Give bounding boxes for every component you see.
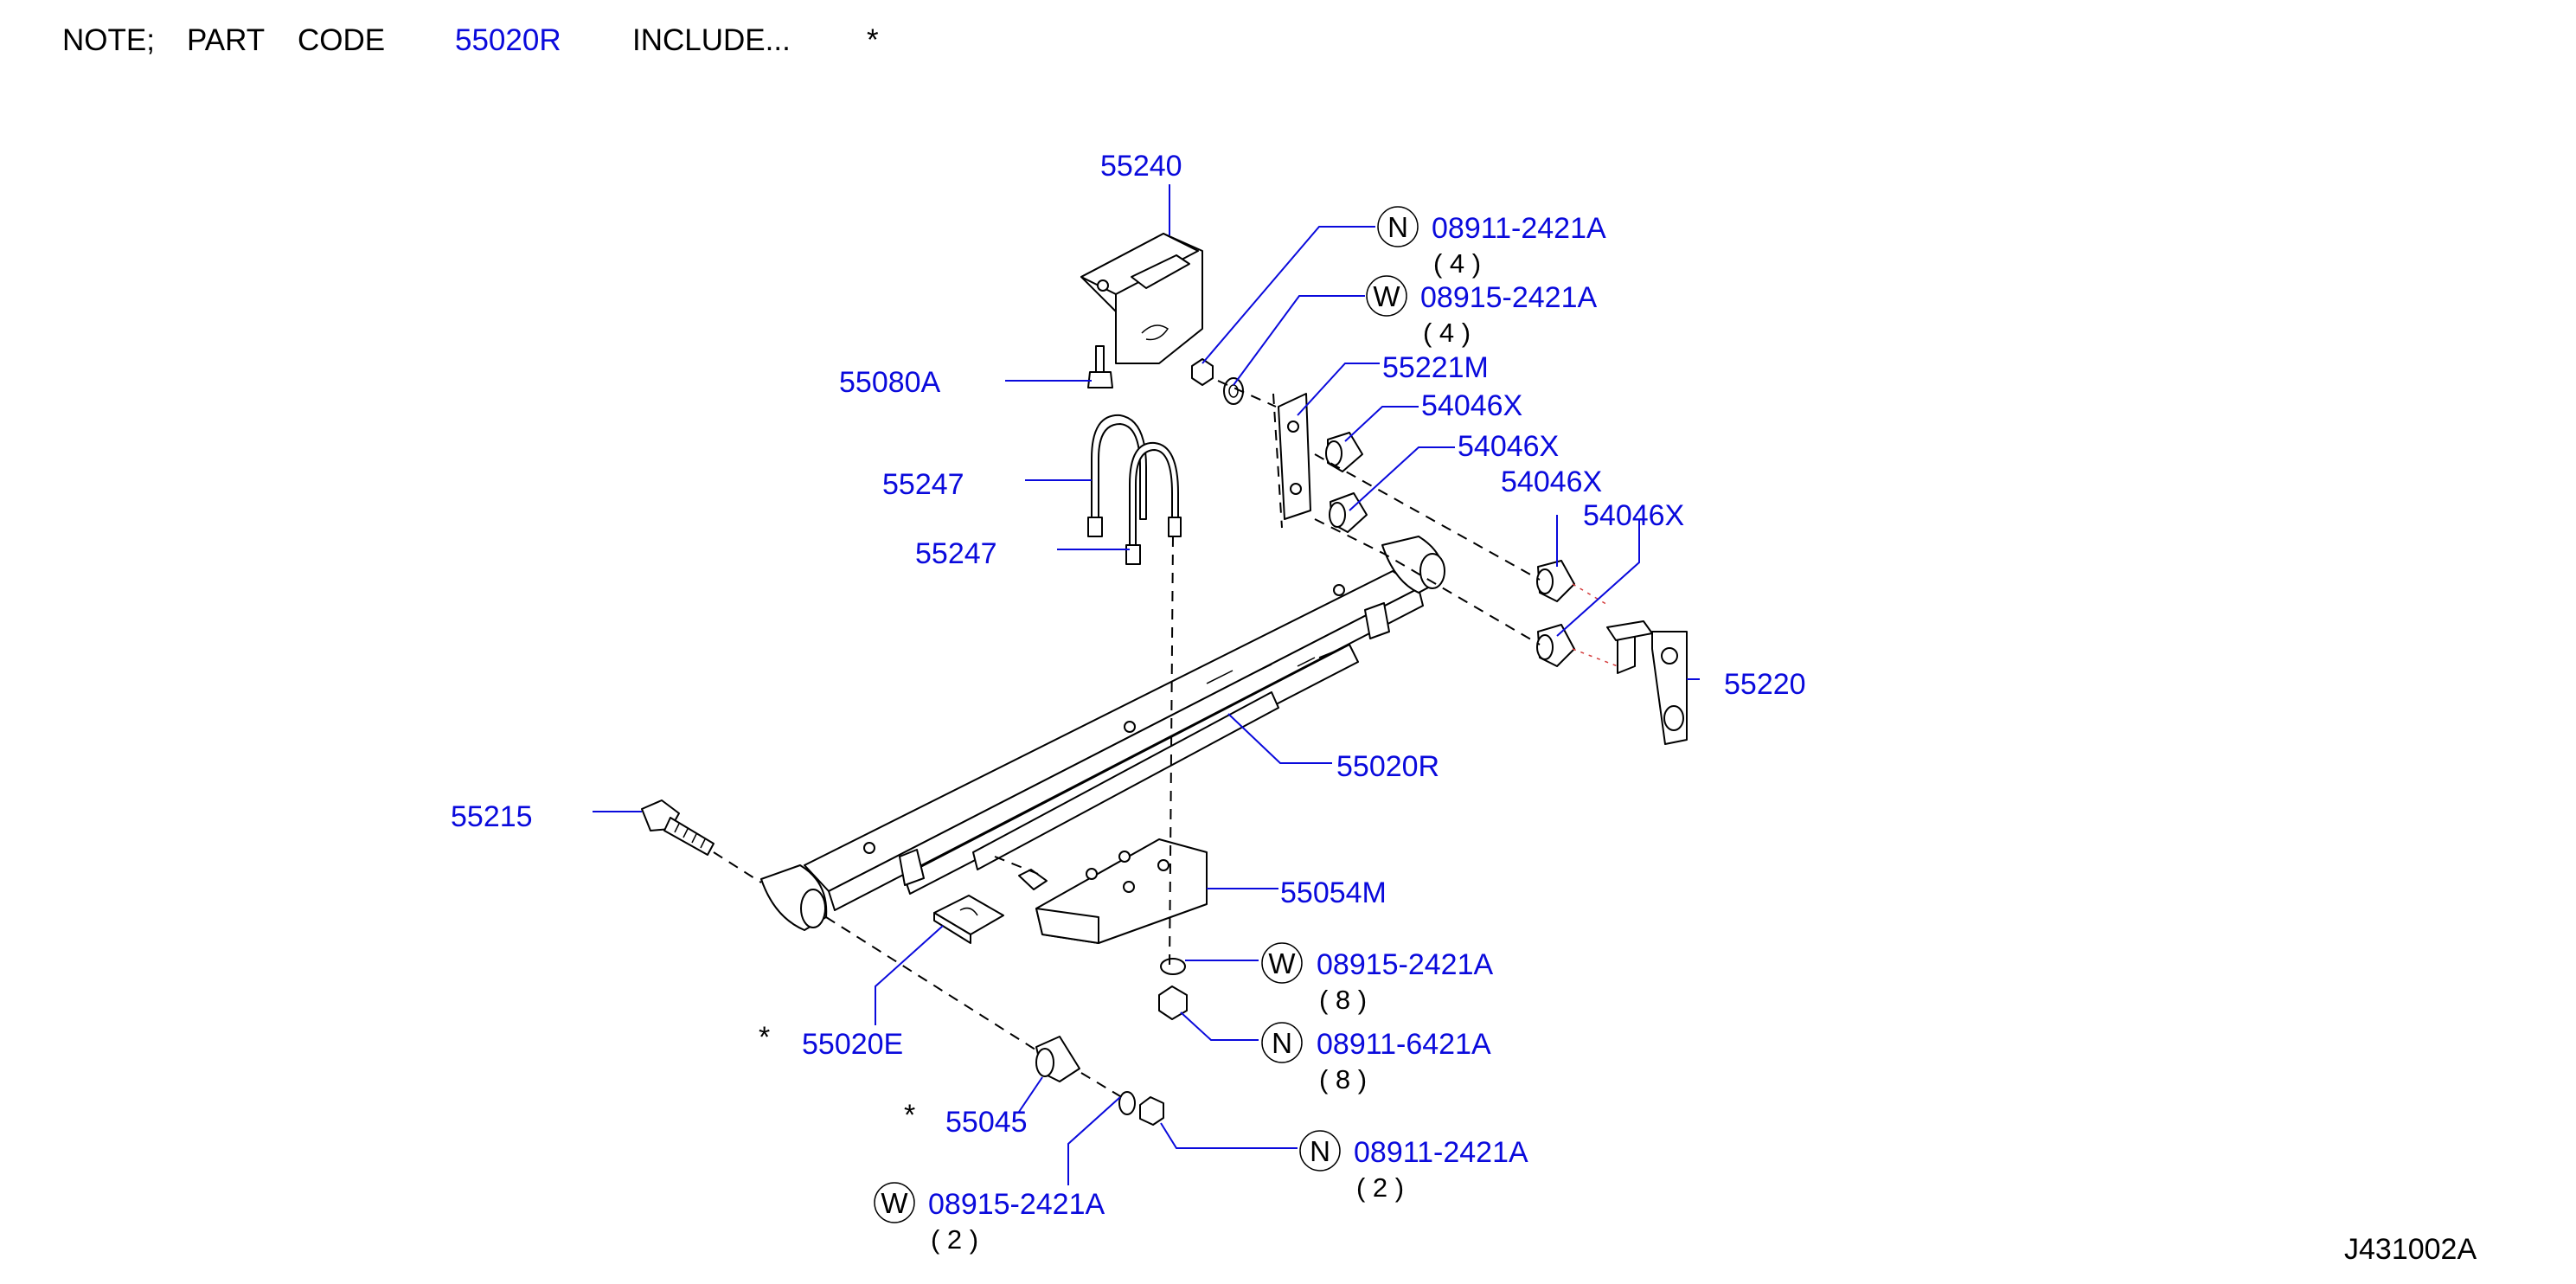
label-54046x-1[interactable]: 54046X xyxy=(1421,389,1522,422)
spring-seat-drawing xyxy=(1018,838,1208,944)
spring-bracket-drawing xyxy=(1080,233,1203,364)
label-55247-2[interactable]: 55247 xyxy=(915,537,997,570)
part-labels: 55240 N 08911-2421A ( 4 ) W 08915-2421A … xyxy=(451,150,2477,1266)
label-54046x-3[interactable]: 54046X xyxy=(1501,465,1602,498)
bolt-55080a-drawing xyxy=(1087,345,1113,388)
note-code-word: CODE xyxy=(298,23,385,57)
label-55045[interactable]: 55045 xyxy=(945,1106,1028,1139)
label-54046x-2[interactable]: 54046X xyxy=(1458,430,1559,463)
qty-08911-2421a-top: ( 4 ) xyxy=(1433,248,1481,279)
shackle-drawing xyxy=(1606,620,1688,745)
symbol-n: N xyxy=(1310,1135,1330,1167)
qty-08915-2421a-bot: ( 2 ) xyxy=(931,1224,978,1255)
label-08911-2421a-top[interactable]: 08911-2421A xyxy=(1432,212,1606,245)
label-55020e[interactable]: 55020E xyxy=(802,1028,903,1061)
diagram-code: J431002A xyxy=(2344,1233,2477,1266)
label-54046x-4[interactable]: 54046X xyxy=(1583,499,1684,532)
symbol-n: N xyxy=(1272,1027,1292,1059)
label-08915-2421a-mid[interactable]: 08915-2421A xyxy=(1317,948,1494,981)
label-08915-2421a-bot[interactable]: 08915-2421A xyxy=(928,1188,1105,1221)
label-55221m[interactable]: 55221M xyxy=(1382,351,1489,384)
star-55020e: * xyxy=(759,1021,770,1054)
label-08915-2421a-top[interactable]: 08915-2421A xyxy=(1420,281,1598,314)
label-55247-1[interactable]: 55247 xyxy=(882,468,964,501)
qty-08915-2421a-top: ( 4 ) xyxy=(1423,318,1471,348)
callout-w-08915-2421a-mid[interactable]: W 08915-2421A ( 8 ) xyxy=(1261,942,1494,1015)
label-55240[interactable]: 55240 xyxy=(1100,150,1182,183)
label-55080a[interactable]: 55080A xyxy=(839,366,941,399)
lower-bushing-drawing xyxy=(1035,1036,1164,1126)
callout-n-08911-2421a-top[interactable]: N 08911-2421A ( 4 ) xyxy=(1377,206,1606,279)
star-55045: * xyxy=(904,1099,915,1132)
label-08911-6421a[interactable]: 08911-6421A xyxy=(1317,1028,1491,1061)
bolt-55215-drawing xyxy=(641,799,714,856)
qty-08911-6421a: ( 8 ) xyxy=(1319,1064,1367,1095)
callout-n-08911-2421a-bot[interactable]: N 08911-2421A ( 2 ) xyxy=(1299,1130,1528,1203)
note-include: INCLUDE... xyxy=(632,23,791,57)
pad-55020e-drawing xyxy=(933,895,1004,944)
qty-08911-2421a-bot: ( 2 ) xyxy=(1356,1172,1404,1203)
shackle-plate-drawing xyxy=(1272,393,1311,529)
label-55054m[interactable]: 55054M xyxy=(1280,876,1387,909)
symbol-n: N xyxy=(1387,211,1408,243)
callout-n-08911-6421a[interactable]: N 08911-6421A ( 8 ) xyxy=(1261,1022,1491,1095)
note-part-word: PART xyxy=(187,23,265,57)
callout-w-08915-2421a-bot[interactable]: W 08915-2421A ( 2 ) xyxy=(874,1182,1105,1255)
leader-lines xyxy=(593,184,1700,1185)
symbol-w: W xyxy=(881,1187,908,1219)
note-header: NOTE; PART CODE 55020R INCLUDE... * xyxy=(62,23,879,57)
seat-nut-washer-drawing xyxy=(1158,958,1188,1020)
label-55020r[interactable]: 55020R xyxy=(1336,750,1439,783)
label-55215[interactable]: 55215 xyxy=(451,800,533,833)
note-prefix: NOTE; xyxy=(62,23,155,57)
leaf-spring-drawing xyxy=(760,536,1445,931)
u-bolts-drawing xyxy=(1087,414,1182,565)
label-08911-2421a-bot[interactable]: 08911-2421A xyxy=(1354,1136,1528,1169)
assembly-axis-lines xyxy=(713,380,1618,1100)
qty-08915-2421a-mid: ( 8 ) xyxy=(1319,985,1367,1015)
symbol-w: W xyxy=(1373,280,1400,312)
symbol-w: W xyxy=(1268,947,1296,979)
callout-w-08915-2421a-top[interactable]: W 08915-2421A ( 4 ) xyxy=(1366,275,1598,348)
note-part-code[interactable]: 55020R xyxy=(455,23,561,57)
label-55220[interactable]: 55220 xyxy=(1724,668,1806,701)
note-asterisk: * xyxy=(867,23,879,57)
